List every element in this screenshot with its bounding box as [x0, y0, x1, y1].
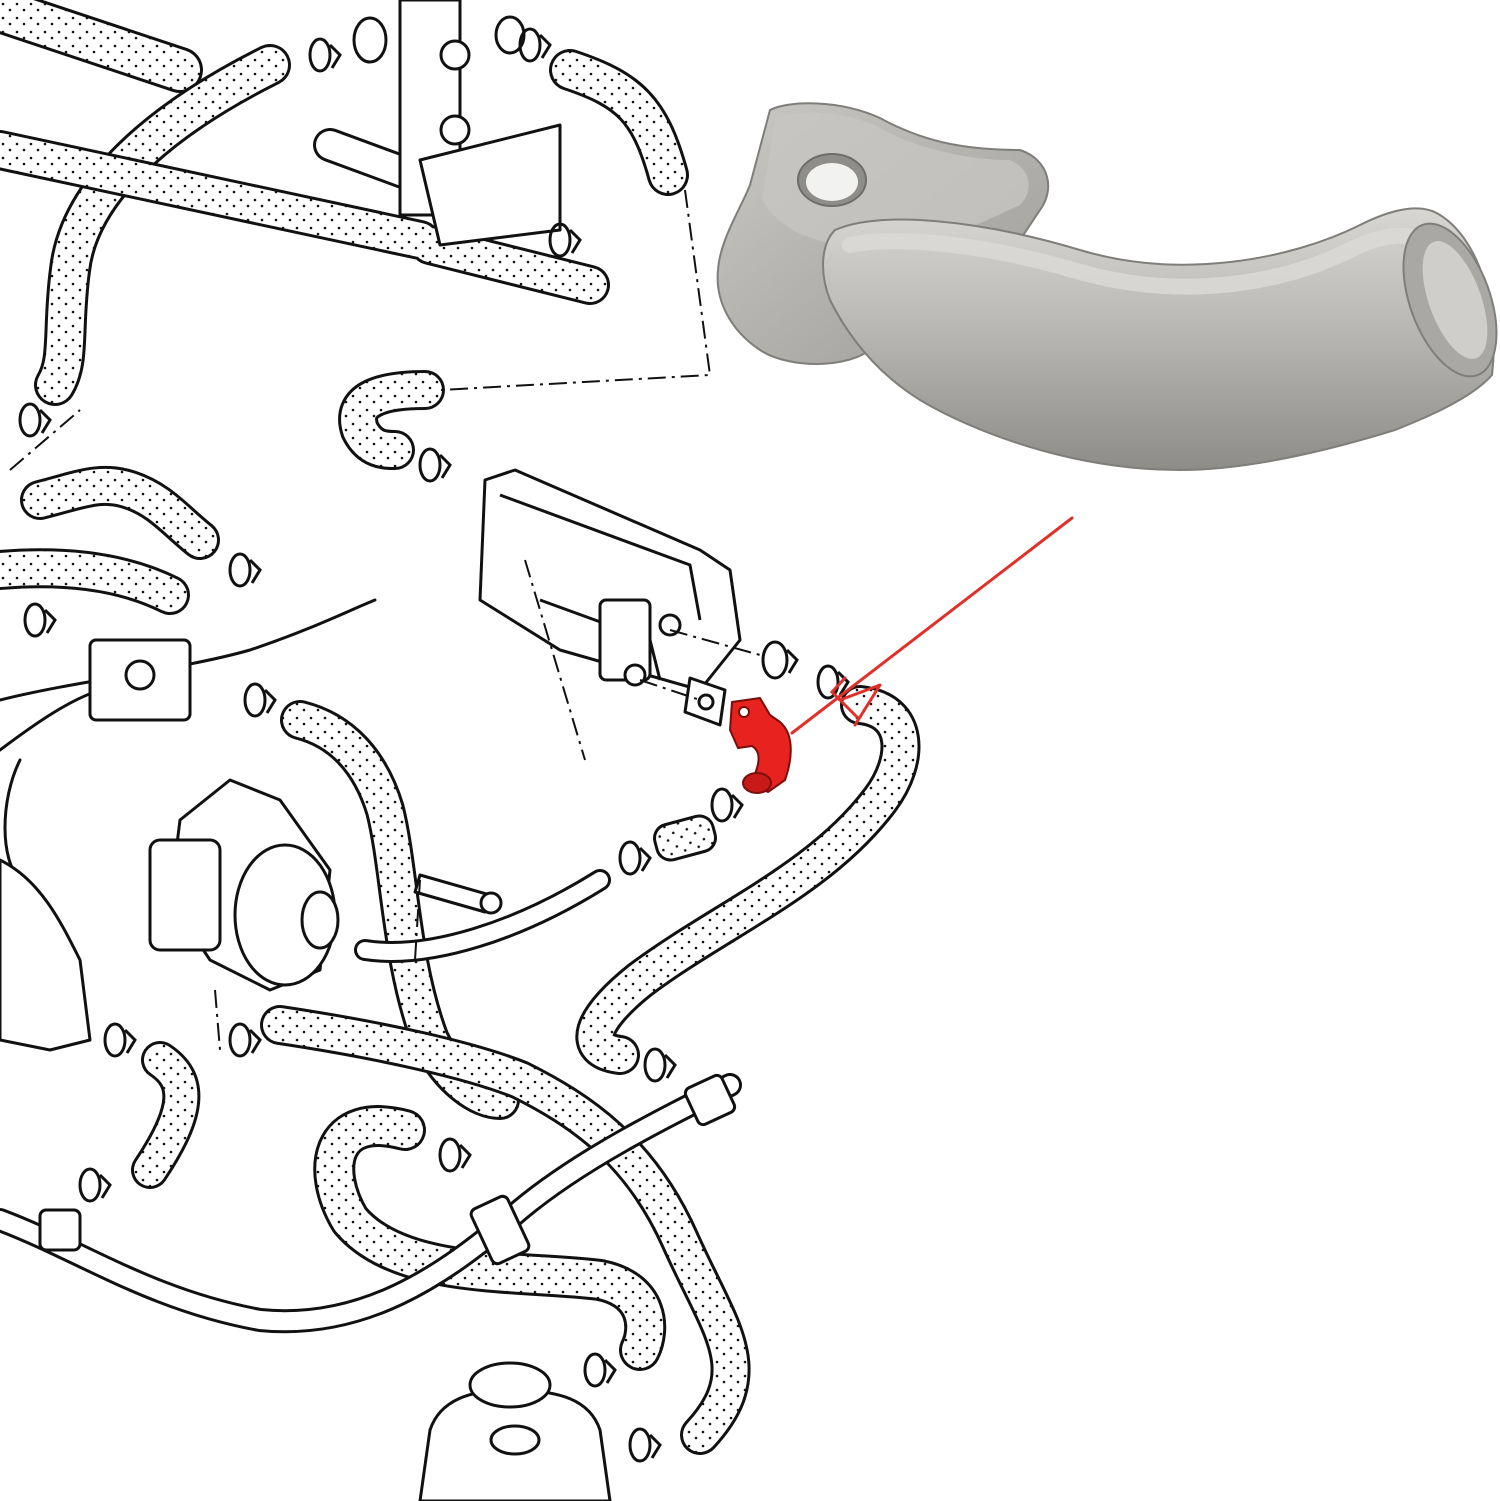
- metal-elbow-photo: [716, 102, 1498, 472]
- clamp: [308, 37, 342, 73]
- highlighted-elbow-part[interactable]: [729, 697, 792, 794]
- clamp: [103, 1022, 137, 1058]
- hose-bottom-left: [131, 1041, 201, 1189]
- clamp: [518, 27, 552, 63]
- clamp: [643, 1047, 677, 1083]
- clamp-symbols: [18, 27, 850, 1463]
- clamp: [583, 1352, 617, 1388]
- hose-left-mid: [20, 465, 220, 560]
- pipe-long-bottom: [0, 1073, 742, 1334]
- heater-core-box: [478, 468, 742, 692]
- clamp: [228, 552, 262, 588]
- leader-lines: [9, 189, 761, 1051]
- clamp: [816, 664, 850, 700]
- clamp: [618, 840, 652, 876]
- clamp: [418, 447, 452, 483]
- hose-diagonal-band: [0, 130, 610, 305]
- hose-top-right: [549, 49, 689, 196]
- hose-connector: [653, 814, 717, 862]
- clamp: [438, 1137, 472, 1173]
- clamp: [23, 602, 57, 638]
- hose-right-long: [575, 685, 921, 1075]
- clamp: [78, 1167, 112, 1203]
- clamp: [761, 640, 799, 680]
- hose-top-left: [0, 0, 203, 93]
- clamp: [710, 787, 744, 823]
- clamp: [548, 222, 582, 258]
- pipe-small-thin: [354, 869, 611, 963]
- hose-bend-upper: [338, 370, 445, 470]
- gasket-small: [683, 676, 727, 727]
- clamp: [628, 1427, 662, 1463]
- bolt: [413, 873, 503, 915]
- engine-block-left: [0, 638, 192, 1052]
- components: [0, 0, 742, 1501]
- clamp: [18, 402, 52, 438]
- valve-block-top: [352, 0, 562, 247]
- hose-upper-long: [34, 44, 291, 406]
- t-junction: [38, 1073, 737, 1266]
- thermostat-housing: [148, 778, 340, 992]
- clamp: [243, 682, 277, 718]
- expansion-tank: [418, 1361, 612, 1501]
- clamp: [228, 1022, 262, 1058]
- hose-left-lower: [0, 548, 190, 615]
- pointer-arrow: [790, 516, 1074, 735]
- hose-group: [0, 0, 921, 1455]
